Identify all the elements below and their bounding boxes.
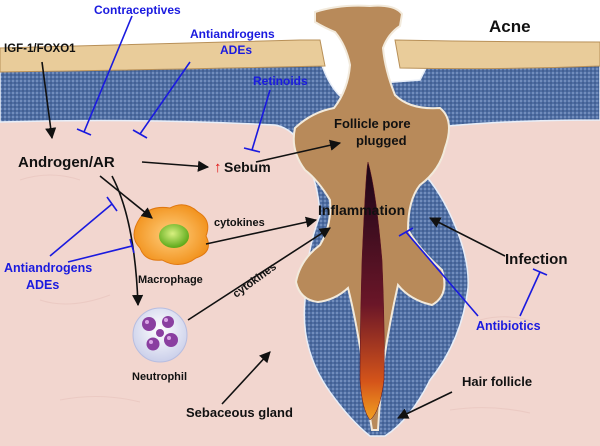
inhibit-antiandrogens-left-1: [49, 203, 113, 257]
skin-surface: [0, 39, 326, 73]
label-sebum: Sebum: [224, 159, 271, 175]
label-antiandrogens-left: Antiandrogens: [4, 261, 92, 275]
dermis-texture: [19, 174, 541, 414]
arrow-igf-to-androgen: [41, 61, 57, 140]
arrow-label-to-sebaceous-gland: [221, 351, 271, 405]
arrow-neutrophil-to-inflammation: [187, 227, 331, 321]
diagram-title: Acne: [489, 17, 531, 36]
label-inflammation: Inflammation: [318, 202, 405, 218]
arrow-androgen-to-sebum: [141, 160, 210, 172]
label-ades-top: ADEs: [220, 43, 252, 57]
label-macrophage: Macrophage: [138, 274, 203, 286]
macrophage-cell: [133, 204, 209, 265]
label-contraceptives: Contraceptives: [94, 3, 181, 17]
arrow-infection-to-inflammation: [429, 217, 506, 257]
inhibit-retinoids: [251, 89, 271, 151]
label-cytokines-upper: cytokines: [214, 217, 265, 229]
hair-shaft: [359, 161, 385, 421]
label-igf: IGF-1/FOXO1: [4, 43, 76, 55]
label-androgen-ar: Androgen/AR: [18, 154, 115, 171]
neutrophil-cell: [132, 307, 188, 363]
black-arrows: [41, 61, 506, 419]
label-hair-follicle: Hair follicle: [462, 374, 532, 389]
arrow-androgen-to-macrophage: [99, 175, 153, 219]
label-plugged: plugged: [356, 133, 407, 148]
label-neutrophil: Neutrophil: [132, 371, 187, 383]
up-arrow-icon: ↑: [214, 159, 222, 176]
label-retinoids: Retinoids: [253, 74, 308, 88]
inhibition-lines: [49, 15, 548, 317]
arrow-sebum-to-follicle: [255, 139, 342, 163]
label-infection: Infection: [505, 251, 568, 268]
inhibit-contraceptives: [83, 15, 133, 133]
label-antibiotics: Antibiotics: [476, 319, 541, 333]
inhibit-antibiotics-infection: [519, 271, 541, 317]
skin-surface-right: [394, 39, 600, 70]
label-antiandrogens-top: Antiandrogens: [190, 27, 275, 41]
label-sebaceous-gland: Sebaceous gland: [186, 405, 293, 420]
arrow-macrophage-to-inflammation: [205, 216, 318, 245]
inhibit-antibiotics-inflammation: [405, 231, 479, 317]
arrow-androgen-to-neutrophil: [111, 175, 144, 307]
inhibit-antiandrogens-left-2: [67, 245, 133, 263]
inhibit-antiandrogens-top: [139, 61, 191, 135]
label-ades-left: ADEs: [26, 278, 59, 292]
arrow-label-to-hair-follicle: [396, 391, 453, 419]
label-follicle-pore: Follicle pore: [334, 116, 411, 131]
